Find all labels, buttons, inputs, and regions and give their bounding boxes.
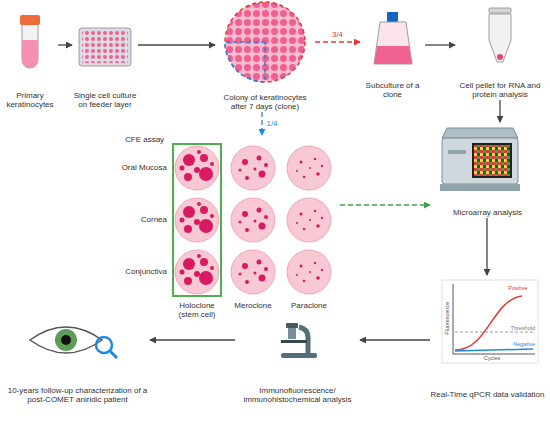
flow-arrow <box>340 204 430 205</box>
step-box: 10-years follow-up characterization of a… <box>5 322 150 405</box>
holoclone-plate <box>175 146 219 190</box>
node-label: Microarray analysis <box>453 208 522 218</box>
flask-medium <box>374 46 412 64</box>
node-label: Immunofluorescence/ immunohistochemical … <box>235 386 360 405</box>
colony-cells <box>225 2 305 82</box>
curve-label: Positive <box>500 285 536 292</box>
step-box: Microarray analysis <box>430 122 545 218</box>
colony-dish <box>225 2 305 82</box>
tube-cap <box>20 15 40 25</box>
iris <box>55 329 77 351</box>
holoclone-plate <box>175 250 219 294</box>
flow-arrow <box>138 44 215 45</box>
holoclone-frame <box>172 143 222 297</box>
tube-liquid <box>22 40 38 68</box>
flow-arrow <box>425 44 455 45</box>
flow-arrow <box>360 339 430 340</box>
x-axis <box>453 354 535 355</box>
tube-body <box>22 24 38 68</box>
eye-outline <box>30 327 102 353</box>
plate-wells <box>82 31 128 63</box>
curve-label: Negative <box>503 341 535 348</box>
node-label: Cell pellet for RNA and protein analysis <box>455 81 545 100</box>
flow-arrow <box>486 218 487 275</box>
row-label: Conjunctiva <box>95 267 167 277</box>
scanner-screen <box>472 143 512 178</box>
flow-arrow <box>315 41 360 42</box>
eppendorf-lid <box>489 8 511 13</box>
edge-label: 1/4 <box>265 120 278 128</box>
meroclone-plate <box>231 198 275 242</box>
paraclone-plate <box>287 198 331 242</box>
step-box: Primary keratinocytes <box>2 15 58 110</box>
eppendorf-body <box>489 14 511 62</box>
microscope-eyepiece <box>286 323 298 328</box>
scanner-lid <box>442 128 518 138</box>
step-box: Single cell culture on feeder layer <box>72 15 138 110</box>
pupil <box>61 335 71 345</box>
scanner-base <box>440 184 520 191</box>
axis-label: Cycles <box>475 355 509 362</box>
step-box: Real-Time qPCR data validation <box>430 275 545 400</box>
node-label: 10-years follow-up characterization of a… <box>5 386 150 405</box>
quarter-sector <box>225 42 265 82</box>
negative-curve <box>455 349 533 351</box>
node-label: Colony of keratinocytes after 7 days (cl… <box>215 93 315 112</box>
flow-arrow <box>58 44 72 45</box>
magnifier-handle <box>110 351 117 358</box>
positive-curve <box>455 296 522 350</box>
threshold-line <box>455 332 533 333</box>
row-label: Oral Mucosa <box>95 163 167 173</box>
step-box: Immunofluorescence/ immunohistochemical … <box>235 322 360 405</box>
meroclone-plate <box>231 250 275 294</box>
flask-body <box>374 22 412 64</box>
graph-frame <box>442 280 538 363</box>
scanner-body <box>442 138 518 184</box>
node-label: Real-Time qPCR data validation <box>431 390 545 400</box>
microscope-base <box>281 353 317 358</box>
column-label: Paraclone <box>284 301 334 311</box>
microscope-tube <box>288 327 296 339</box>
flow-arrow <box>499 100 500 122</box>
row-label: Cornea <box>95 215 167 225</box>
node-label: CFE assay <box>125 135 164 145</box>
column-label: Meroclone <box>228 301 278 311</box>
meroclone-plate <box>231 146 275 190</box>
paraclone-plate <box>287 250 331 294</box>
microarray-grid <box>474 145 510 176</box>
flow-arrow <box>150 339 235 340</box>
holoclone-plate <box>175 198 219 242</box>
cell-pellet <box>497 54 503 60</box>
step-box: Colony of keratinocytes after 7 days (cl… <box>215 0 315 112</box>
step-box: Subculture of a clone <box>360 8 425 100</box>
y-axis <box>453 284 454 354</box>
node-label: Single cell culture on feeder layer <box>72 91 138 110</box>
assay-group: CFE assayHoloclone (stem cell) <box>75 135 340 320</box>
curve-label: Threshold <box>503 325 535 332</box>
node-label: Holoclone (stem cell) <box>172 301 222 320</box>
holoclone-column: Holoclone (stem cell) <box>172 143 222 320</box>
scanner-slot <box>448 150 466 154</box>
node-label: Subculture of a clone <box>360 81 425 100</box>
flask-cap <box>387 12 398 22</box>
flow-arrow <box>261 112 262 135</box>
node-label: Primary keratinocytes <box>2 91 58 110</box>
edge-label: 3/4 <box>331 31 344 39</box>
paraclone-plate <box>287 146 331 190</box>
plate-frame <box>79 28 131 66</box>
colony-outline <box>225 2 305 82</box>
magnifier-lens <box>96 337 112 353</box>
microscope-stage <box>281 340 307 343</box>
axis-label: Fluorescence <box>444 288 451 348</box>
step-box: Cell pellet for RNA and protein analysis <box>455 5 545 100</box>
